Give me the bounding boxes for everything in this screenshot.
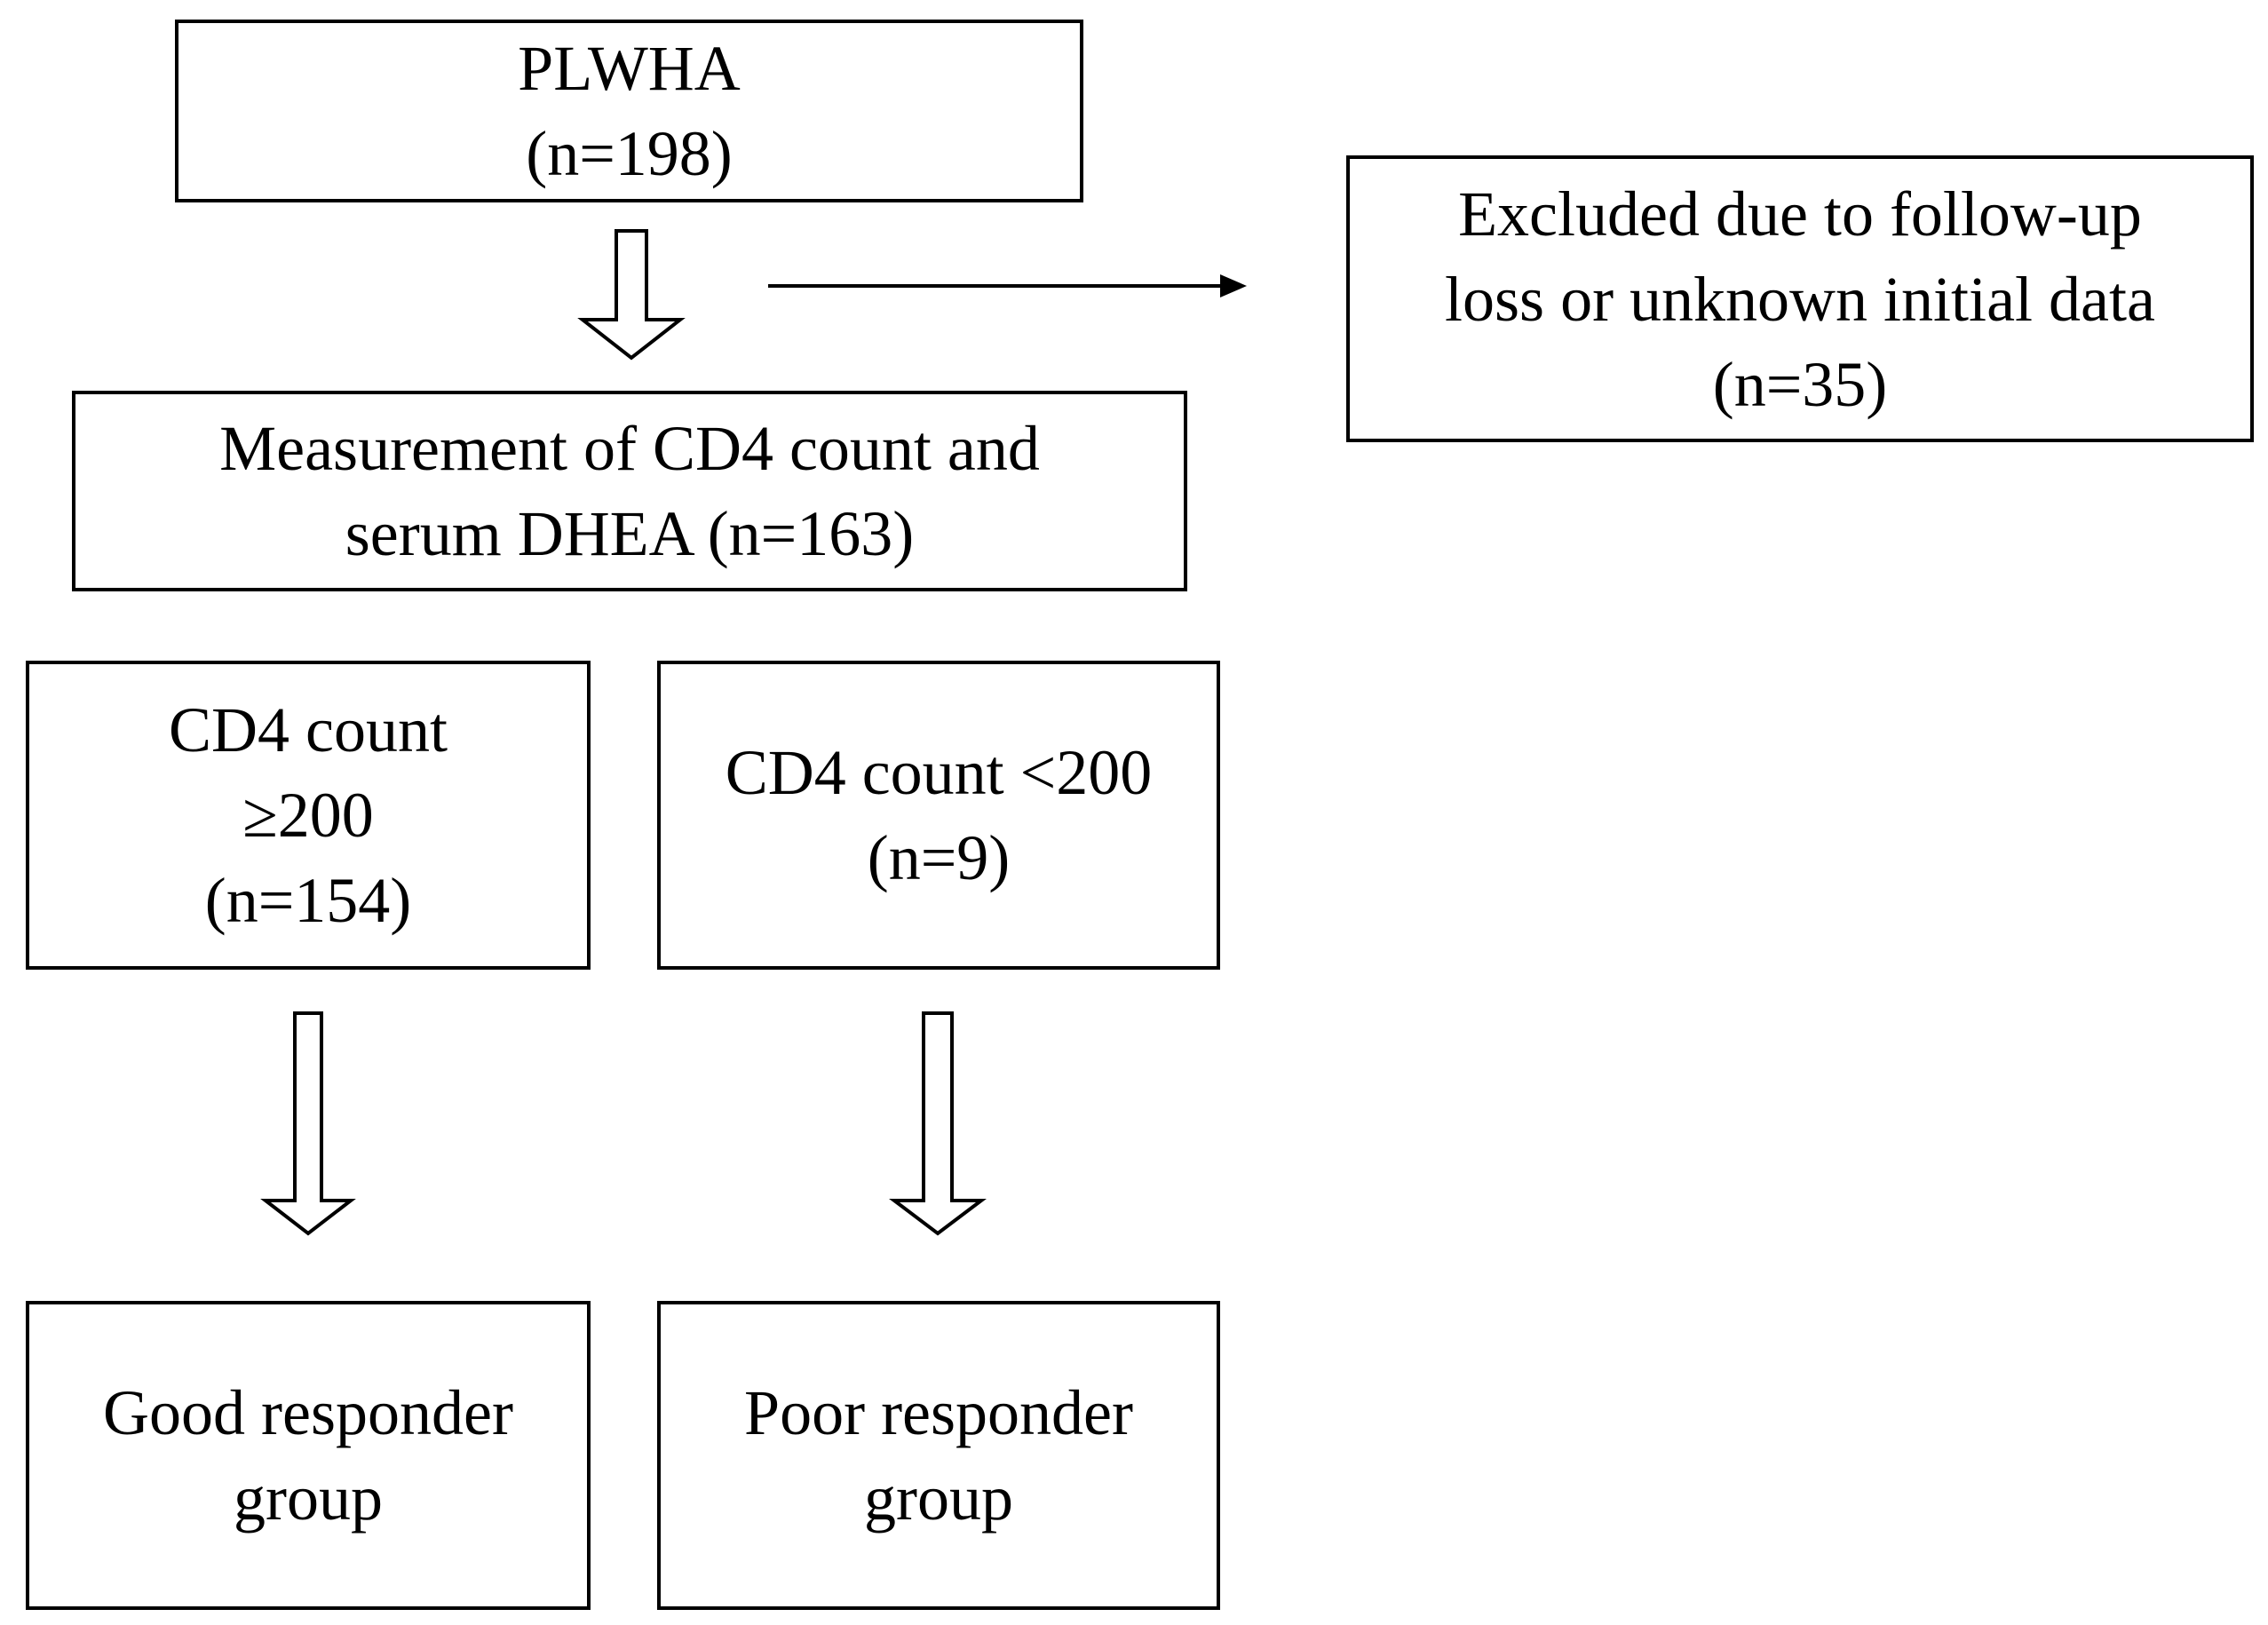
poor-responder-line-2: group (864, 1462, 1013, 1534)
hollow-down-arrow-plwha-to-measurement (577, 229, 686, 361)
cd4-high-box: CD4 count ≥200 (n=154) (26, 661, 591, 970)
exclusion-arrowhead (1220, 274, 1247, 297)
excluded-reason-line-1: Excluded due to follow-up (1458, 178, 2142, 250)
measurement-line-1: Measurement of CD4 count and (219, 413, 1040, 484)
excluded-count: (n=35) (1712, 348, 1888, 420)
excluded-reason-line-2: loss or unknown initial data (1445, 263, 2155, 335)
cd4-high-count: (n=154) (204, 865, 412, 936)
plwha-count: (n=198) (526, 118, 733, 189)
cd4-high-threshold: ≥200 (242, 780, 374, 851)
measurement-box: Measurement of CD4 count and serum DHEA … (72, 391, 1187, 591)
excluded-box: Excluded due to follow-up loss or unknow… (1346, 155, 2254, 442)
cd4-low-count: (n=9) (867, 822, 1011, 893)
good-responder-line-2: group (234, 1462, 383, 1534)
cd4-low-box: CD4 count <200 (n=9) (657, 661, 1220, 970)
measurement-line-2: serum DHEA (n=163) (345, 498, 915, 569)
cd4-low-label: CD4 count <200 (725, 737, 1153, 808)
hollow-down-arrow-cd4-low-to-poor (889, 1011, 987, 1236)
plwha-title: PLWHA (518, 33, 741, 104)
poor-responder-box: Poor responder group (657, 1301, 1220, 1610)
good-responder-box: Good responder group (26, 1301, 591, 1610)
good-responder-line-1: Good responder (103, 1377, 513, 1448)
hollow-down-arrow-cd4-high-to-good (260, 1011, 356, 1236)
plwha-box: PLWHA (n=198) (175, 20, 1083, 202)
cd4-high-label: CD4 count (169, 694, 448, 765)
poor-responder-line-1: Poor responder (744, 1377, 1133, 1448)
